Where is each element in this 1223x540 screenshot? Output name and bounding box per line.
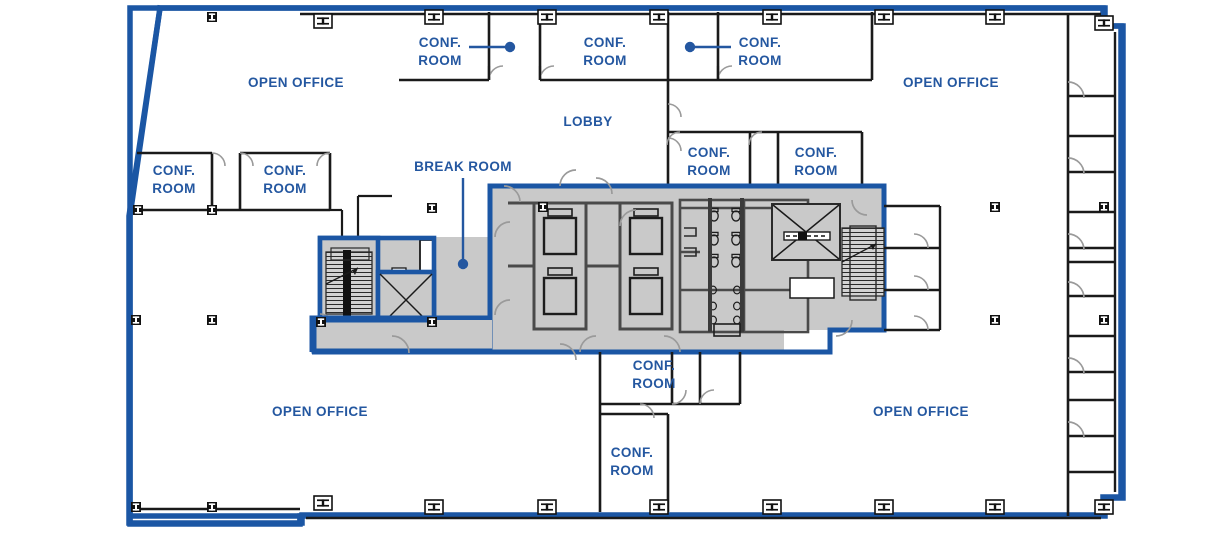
left-conference-doors — [211, 152, 331, 167]
label-conf-room-bottom-2-line1: CONF. — [611, 445, 654, 460]
right-core-offices — [884, 204, 942, 332]
mid-right-conference-doors — [666, 131, 763, 146]
label-conf-room-bottom-2: CONF. ROOM — [610, 445, 654, 478]
label-break-room-line1: BREAK ROOM — [414, 159, 512, 174]
label-conf-room-mid-right-2: CONF. ROOM — [794, 145, 838, 178]
label-conf-room-bottom-1: CONF. ROOM — [632, 358, 676, 391]
label-conf-room-top-1-line1: CONF. — [419, 35, 462, 50]
toilet-fixtures — [708, 198, 744, 337]
label-conf-room-mid-right-1-line1: CONF. — [688, 145, 731, 160]
room-labels: OPEN OFFICE CONF. ROOM CONF. ROOM CONF. ROOM OP… — [152, 35, 999, 478]
leader-conf-top-1-dot — [504, 41, 516, 53]
label-conf-room-mid-left-2: CONF. ROOM — [263, 163, 307, 196]
core-corridor-fill — [314, 320, 492, 351]
right-private-offices — [1066, 14, 1115, 516]
label-conf-room-top-1: CONF. ROOM — [418, 35, 462, 68]
label-conf-room-mid-left-2-line2: ROOM — [263, 181, 307, 196]
label-conf-room-mid-left: CONF. ROOM — [152, 163, 196, 196]
leader-conf-top-3-dot — [684, 41, 696, 53]
label-conf-room-bottom-1-line1: CONF. — [633, 358, 676, 373]
label-conf-room-mid-right-2-line1: CONF. — [795, 145, 838, 160]
label-conf-room-mid-left-line1: CONF. — [153, 163, 196, 178]
label-conf-room-mid-right-1-line2: ROOM — [687, 163, 731, 178]
label-conf-room-top-2-line2: ROOM — [583, 53, 627, 68]
label-conf-room-top-3-line2: ROOM — [738, 53, 782, 68]
label-open-office-bottom-left-line1: OPEN OFFICE — [272, 404, 368, 419]
label-leader-lines — [457, 41, 731, 270]
label-open-office-top-right: OPEN OFFICE — [903, 75, 999, 90]
left-conference-rooms — [137, 151, 332, 212]
label-conf-room-mid-left-2-line1: CONF. — [264, 163, 307, 178]
leader-break-room — [457, 178, 469, 270]
label-open-office-top-left: OPEN OFFICE — [248, 75, 344, 90]
leader-conf-top-3 — [684, 41, 731, 53]
label-lobby: LOBBY — [563, 114, 612, 129]
core-doors — [391, 169, 868, 361]
label-lobby-line1: LOBBY — [563, 114, 612, 129]
bottom-conference-doors — [639, 389, 715, 419]
label-conf-room-top-3: CONF. ROOM — [738, 35, 782, 68]
label-conf-room-top-2-line1: CONF. — [584, 35, 627, 50]
label-open-office-bottom-left: OPEN OFFICE — [272, 404, 368, 419]
label-conf-room-bottom-1-line2: ROOM — [632, 376, 676, 391]
label-conf-room-top-1-line2: ROOM — [418, 53, 462, 68]
label-open-office-bottom-right: OPEN OFFICE — [873, 404, 969, 419]
left-stair — [325, 247, 373, 316]
label-open-office-bottom-right-line1: OPEN OFFICE — [873, 404, 969, 419]
leader-break-room-dot — [457, 258, 469, 270]
restroom-fixtures-left — [542, 208, 578, 316]
restroom-walls — [508, 201, 674, 331]
label-conf-room-bottom-2-line2: ROOM — [610, 463, 654, 478]
restroom-fixtures-right — [628, 208, 664, 316]
top-conference-door-leaves — [487, 66, 720, 80]
label-conf-room-mid-right-2-line2: ROOM — [794, 163, 838, 178]
label-conf-room-top-2: CONF. ROOM — [583, 35, 627, 68]
label-conf-room-mid-left-line2: ROOM — [152, 181, 196, 196]
label-conf-room-mid-right-1: CONF. ROOM — [687, 145, 731, 178]
label-conf-room-top-3-line1: CONF. — [739, 35, 782, 50]
main-core-outline-2 — [311, 317, 492, 354]
right-stair — [841, 225, 885, 301]
label-open-office-top-left-line1: OPEN OFFICE — [248, 75, 344, 90]
label-break-room: BREAK ROOM — [414, 159, 512, 174]
label-open-office-top-right-line1: OPEN OFFICE — [903, 75, 999, 90]
right-office-doors — [1067, 81, 1085, 439]
leader-conf-top-1 — [469, 41, 516, 53]
electrical-room — [783, 231, 835, 299]
bottom-conference-rooms — [598, 352, 742, 512]
